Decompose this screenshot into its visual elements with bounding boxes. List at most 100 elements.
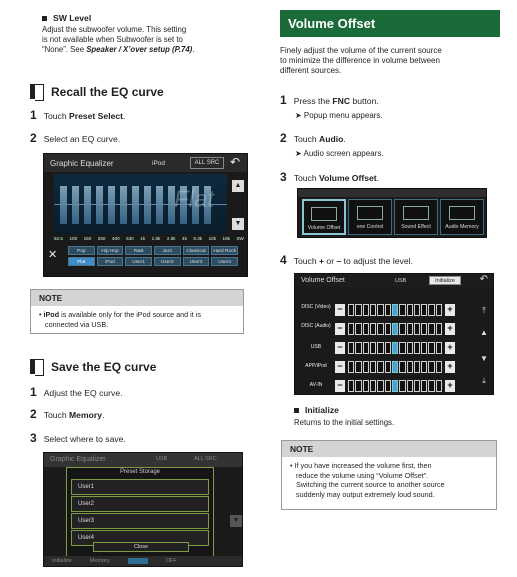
vo-step-3: 3 Touch Volume Offset. xyxy=(280,170,380,184)
storage-user2[interactable]: User2 xyxy=(71,496,209,512)
scroll-top-icon[interactable]: ⤒ xyxy=(482,306,486,315)
section-marker-icon xyxy=(30,84,44,101)
eq-band[interactable] xyxy=(96,186,103,224)
eq-band[interactable] xyxy=(156,186,163,224)
all-src-button[interactable]: ALL SRC xyxy=(190,157,224,169)
sound-effect-button[interactable]: Sound Effect xyxy=(394,199,438,235)
tone-control-button[interactable]: one Control xyxy=(348,199,392,235)
eq-band[interactable] xyxy=(132,186,139,224)
initialize-button[interactable]: Initialize xyxy=(52,558,72,564)
sw-level-body: Adjust the subwoofer volume. This settin… xyxy=(42,25,195,55)
scroll-up-icon[interactable]: ▲ xyxy=(232,180,244,192)
vo-step-1: 1 Press the FNC button. xyxy=(280,93,379,107)
preset-storage-dialog: Preset Storage User1 User2 User3 User4 C… xyxy=(66,467,214,557)
scroll-down-icon[interactable]: ▼ xyxy=(232,218,244,230)
audio-memory-button[interactable]: Audio Memory xyxy=(440,199,484,235)
back-icon[interactable]: ↶ xyxy=(229,155,240,169)
preset-user4[interactable]: User4 xyxy=(211,257,238,266)
section-marker-icon xyxy=(30,359,44,376)
plus-button[interactable]: + xyxy=(445,304,455,316)
eq-band[interactable] xyxy=(192,186,199,224)
scroll-bottom-icon[interactable]: ⤓ xyxy=(482,376,486,385)
storage-user1[interactable]: User1 xyxy=(71,479,209,495)
eq-preset-overlay: Flat xyxy=(174,186,215,213)
eq-band[interactable] xyxy=(168,186,175,224)
tone-slider-icon xyxy=(357,206,383,220)
minus-button[interactable]: − xyxy=(335,342,345,354)
level-track[interactable] xyxy=(348,304,443,316)
recall-step-2: 2 Select an EQ curve. xyxy=(30,131,121,145)
eq-midline xyxy=(54,204,227,205)
note-ipod: NOTE • iPod is available only for the iP… xyxy=(30,289,244,334)
initialize-button[interactable]: Initialize xyxy=(429,276,461,285)
plus-button[interactable]: + xyxy=(445,361,455,373)
storage-user3[interactable]: User3 xyxy=(71,513,209,529)
preset-rnb[interactable]: R&B xyxy=(125,246,152,255)
level-track[interactable] xyxy=(348,342,443,354)
save-step-3: 3 Select where to save. xyxy=(30,431,126,445)
preset-user2[interactable]: User2 xyxy=(153,257,181,266)
eq-frequency-labels: 62.5 100 160 250 400 630 1k 1.6k 2.5k 4k… xyxy=(54,236,244,241)
volume-meter-icon xyxy=(311,207,337,221)
preset-storage-screenshot: Graphic Equalizer USB ALL SRC Preset Sto… xyxy=(43,452,243,567)
sw-level-title: SW Level xyxy=(42,13,91,23)
preset-pop[interactable]: Pop xyxy=(68,246,95,255)
eq-band[interactable] xyxy=(204,186,211,224)
plus-button[interactable]: + xyxy=(445,323,455,335)
eq-screenshot: Graphic Equalizer iPod ALL SRC ↶ Flat ▲ … xyxy=(43,153,248,277)
initialize-title: Initialize xyxy=(294,405,339,415)
eq-title-bar: Graphic Equalizer iPod ALL SRC ↶ xyxy=(44,154,247,172)
preset-user3[interactable]: User3 xyxy=(182,257,210,266)
bullet-square-icon xyxy=(42,15,47,21)
preset-flat[interactable]: Flat xyxy=(68,257,95,266)
eq-band[interactable] xyxy=(60,186,67,224)
level-track[interactable] xyxy=(348,323,443,335)
preset-hiphop[interactable]: Hip Hop xyxy=(96,246,124,255)
eq-band[interactable] xyxy=(120,186,127,224)
audio-screenshot: Volume Offset one Control Sound Effect A… xyxy=(297,188,487,238)
scroll-down-icon[interactable]: ▼ xyxy=(480,354,488,363)
vo-row-disc-audio: DISC (Audio) − + xyxy=(295,320,493,338)
bullet-square-icon xyxy=(294,407,299,413)
minus-button[interactable]: − xyxy=(335,323,345,335)
note-volume-warning: NOTE • If you have increased the volume … xyxy=(281,440,497,510)
plus-button[interactable]: + xyxy=(445,342,455,354)
close-icon[interactable]: ✕ xyxy=(48,249,58,261)
vo-step-1-result: ➤ Popup menu appears. xyxy=(295,111,383,120)
eq-preset-grid: Pop Hip Hop R&B Jazz Classical Hard Rock… xyxy=(68,246,238,266)
plus-button[interactable]: + xyxy=(445,380,455,392)
vo-step-2-result: ➤ Audio screen appears. xyxy=(295,149,384,158)
eq-band[interactable] xyxy=(144,186,151,224)
eq-band[interactable] xyxy=(180,186,187,224)
preset-hardrock[interactable]: Hard Rock xyxy=(211,246,238,255)
save-heading: Save the EQ curve xyxy=(30,359,156,376)
eq-band[interactable] xyxy=(108,186,115,224)
eq-graph[interactable]: Flat xyxy=(54,174,227,234)
vo-row-usb: USB − + xyxy=(295,339,493,357)
scroll-up-icon[interactable]: ▲ xyxy=(480,328,488,337)
recall-heading: Recall the EQ curve xyxy=(30,84,164,101)
back-icon[interactable]: ↶ xyxy=(479,274,488,285)
preset-classical[interactable]: Classical xyxy=(182,246,210,255)
minus-button[interactable]: − xyxy=(335,304,345,316)
vo-row-disc-video: DISC (Video) − + xyxy=(295,301,493,319)
volume-offset-heading: Volume Offset xyxy=(280,10,500,37)
scroll-down-icon[interactable]: ▼ xyxy=(230,515,242,527)
minus-button[interactable]: − xyxy=(335,361,345,373)
level-track[interactable] xyxy=(348,361,443,373)
vo-step-2: 2 Touch Audio. xyxy=(280,131,346,145)
preset-user1[interactable]: User1 xyxy=(125,257,152,266)
eq-band[interactable] xyxy=(84,186,91,224)
speaker-xover-link[interactable]: Speaker / X’over setup (P.74) xyxy=(86,45,193,55)
preset-jazz[interactable]: Jazz xyxy=(153,246,181,255)
close-button[interactable]: Close xyxy=(93,542,189,552)
preset-ipod[interactable]: iPod xyxy=(96,257,124,266)
save-step-1: 1 Adjust the EQ curve. xyxy=(30,385,123,399)
level-track[interactable] xyxy=(348,380,443,392)
memory-button[interactable]: Memory xyxy=(89,558,110,564)
recall-step-1: 1 Touch Preset Select. xyxy=(30,108,126,122)
volume-offset-button[interactable]: Volume Offset xyxy=(302,199,346,235)
eq-band[interactable] xyxy=(72,186,79,224)
volume-offset-screenshot: Volume Offset USB Initialize ↶ DISC (Vid… xyxy=(294,273,494,395)
minus-button[interactable]: − xyxy=(335,380,345,392)
